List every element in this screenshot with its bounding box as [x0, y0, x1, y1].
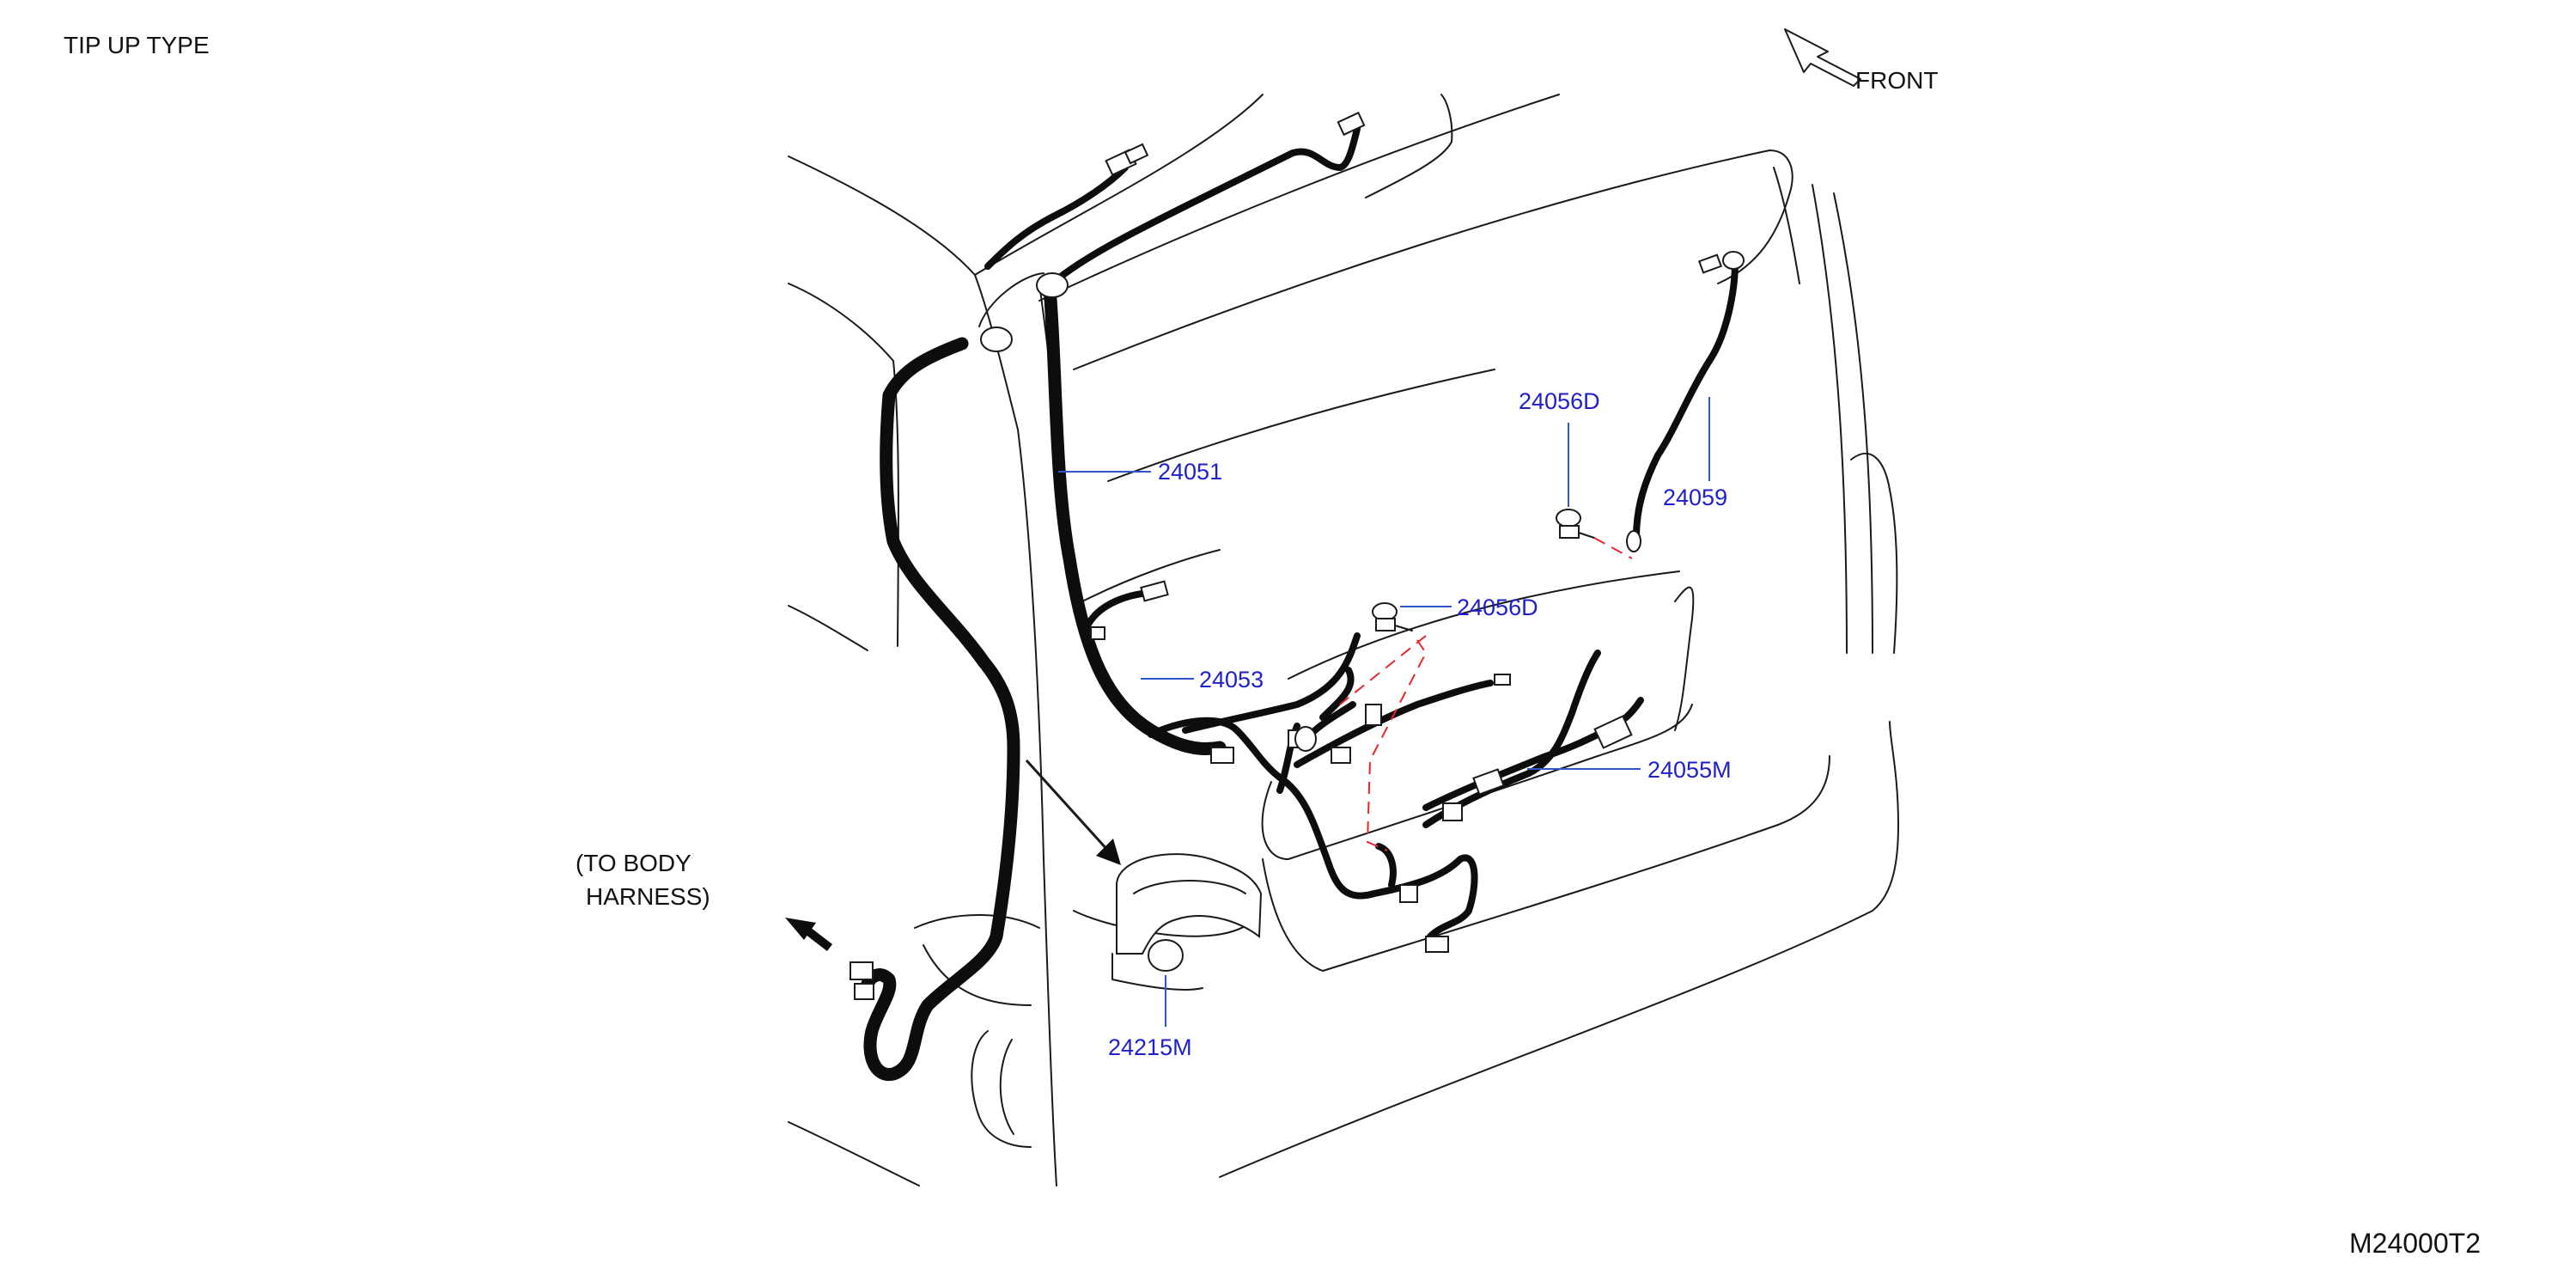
label-24051: 24051 — [1158, 459, 1222, 485]
harness-24059 — [1626, 251, 1745, 552]
clip-24215M-icon — [1111, 853, 1263, 991]
label-24215M: 24215M — [1108, 1034, 1192, 1060]
body-side-harness — [861, 337, 1020, 1082]
label-24059: 24059 — [1663, 485, 1727, 510]
guide-bolt-upper — [1593, 537, 1633, 559]
label-24055M: 24055M — [1647, 757, 1732, 783]
bolt-24056D-lower-icon — [1372, 602, 1413, 631]
body-harness-note-line2: HARNESS) — [586, 883, 710, 910]
vehicle-body-outline — [788, 94, 1899, 1187]
guide-bolt-lower-to-harness — [1366, 639, 1428, 851]
clip-direction-arrow-icon — [1025, 759, 1121, 865]
body-harness-note-line1: (TO BODY — [575, 850, 691, 876]
connector-upper-left — [1105, 143, 1149, 176]
main-harness-24051 — [984, 125, 1361, 756]
label-24056D-lower: 24056D — [1457, 595, 1538, 620]
label-24056D-upper: 24056D — [1519, 388, 1600, 414]
tailgate-connectors — [1090, 580, 1633, 953]
bolt-24056D-upper-icon — [1556, 509, 1595, 539]
front-label: FRONT — [1855, 67, 1938, 94]
label-24053: 24053 — [1199, 667, 1264, 692]
diagram-code: M24000T2 — [2349, 1228, 2481, 1259]
grommet — [978, 272, 1069, 352]
connector-upper-right — [1337, 111, 1366, 137]
guide-lines — [1339, 537, 1633, 851]
leader-lines — [1058, 397, 1710, 1027]
front-arrow-icon — [1784, 28, 1861, 87]
body-harness-direction-arrow-icon — [785, 918, 833, 951]
body-connector-icon — [850, 961, 874, 1000]
diagram-title: TIP UP TYPE — [64, 32, 210, 58]
